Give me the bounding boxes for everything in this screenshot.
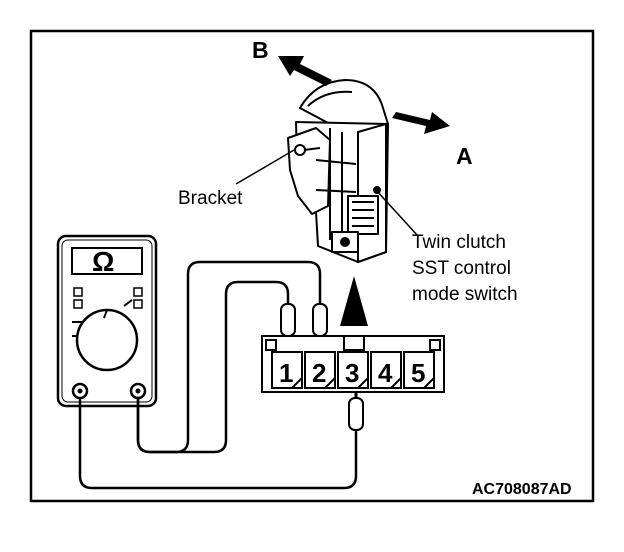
figure-frame [29, 29, 595, 503]
direction-arrow-a [392, 112, 450, 134]
figure-code: AC708087AD [472, 481, 572, 498]
bracket-leader-line [235, 149, 295, 185]
label-switch-line3: mode switch [412, 284, 518, 305]
connector [261, 335, 445, 393]
test-leads [78, 260, 358, 490]
pin-label-2: 2 [312, 358, 326, 388]
label-direction-a: A [456, 143, 473, 169]
pin-label-3: 3 [345, 358, 359, 388]
multimeter: Ω [56, 234, 158, 408]
meter-ohm-symbol: Ω [92, 246, 114, 277]
meter-rotary-dial [75, 308, 139, 372]
label-switch-line2: SST control [412, 258, 511, 279]
mode-switch [287, 79, 389, 263]
pin-label-5: 5 [411, 358, 425, 388]
connector-pin-3 [337, 351, 369, 389]
lead-to-pin-1 [136, 280, 290, 454]
meter-display [71, 247, 143, 275]
direction-arrow-b [278, 56, 332, 86]
label-bracket: Bracket [178, 188, 243, 209]
label-direction-b: B [252, 37, 269, 63]
lead-to-pin-3 [78, 396, 358, 490]
connector-pointer-triangle [340, 276, 368, 326]
label-switch-line1: Twin clutch [412, 232, 506, 253]
pin-label-4: 4 [378, 358, 393, 388]
switch-leader-line [375, 189, 419, 237]
bracket-plate [287, 127, 331, 215]
pin-label-1: 1 [279, 358, 293, 388]
